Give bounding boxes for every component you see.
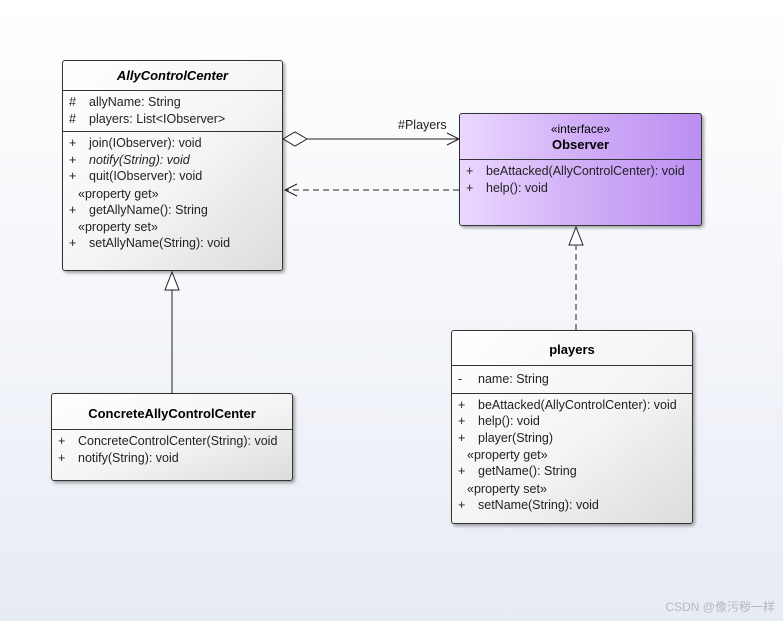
visibility-marker: #: [69, 95, 76, 109]
attribute-row: - name: String: [452, 371, 692, 388]
attribute-text: allyName: String: [89, 95, 181, 109]
property-set-stereotype: «property set»: [467, 481, 547, 496]
operation-row: + getName(): String: [452, 463, 692, 480]
watermark: CSDN @像污秽一样: [665, 600, 775, 614]
attribute-row: # players: List<IObserver>: [63, 111, 282, 128]
visibility-marker: +: [466, 164, 474, 178]
operation-text: help(): void: [486, 180, 548, 195]
visibility-marker: +: [458, 430, 466, 445]
interface-observer[interactable]: «interface» Observer + beAttacked(AllyCon…: [459, 113, 702, 226]
property-set-stereotype: «property set»: [78, 220, 158, 234]
property-get-stereotype: «property get»: [78, 186, 159, 201]
operation-row: + help(): void: [460, 180, 701, 197]
operation-text: notify(String): void: [89, 152, 190, 167]
generalization-connector: [164, 270, 180, 393]
visibility-marker: +: [58, 450, 66, 465]
operation-text: beAttacked(AllyControlCenter): void: [486, 164, 685, 178]
aggregation-role-label: #Players: [398, 118, 447, 132]
operation-text: help(): void: [478, 414, 540, 428]
realization-connector: [568, 225, 584, 330]
visibility-marker: #: [69, 111, 76, 126]
class-name-text: AllyControlCenter: [116, 68, 229, 83]
visibility-marker: +: [458, 414, 466, 428]
operation-text: beAttacked(AllyControlCenter): void: [478, 397, 677, 412]
class-players[interactable]: players - name: String + beAttacked(AllyCo…: [451, 330, 693, 524]
visibility-marker: -: [458, 372, 463, 386]
attribute-text: name: String: [478, 372, 549, 386]
visibility-marker: +: [58, 434, 66, 448]
operation-row: + player(String): [452, 430, 692, 447]
attributes-compartment: - name: String: [452, 365, 692, 393]
realization-triangle: [568, 225, 584, 246]
class-name-text: players: [549, 342, 595, 357]
visibility-marker: +: [458, 397, 466, 412]
class-name: AllyControlCenter: [63, 61, 282, 90]
visibility-marker: +: [69, 236, 77, 250]
operations-compartment: + ConcreteControlCenter(String): void + no…: [52, 429, 292, 470]
operation-text: quit(IObserver): void: [89, 169, 203, 183]
dependency-arrowhead: [283, 183, 298, 197]
aggregation-connector: #Players: [282, 118, 461, 147]
operation-row: + ConcreteControlCenter(String): void: [52, 433, 292, 450]
visibility-marker: +: [458, 464, 466, 478]
operation-text: notify(String): void: [78, 450, 179, 465]
operation-row: + setAllyName(String): void: [63, 235, 282, 252]
operation-text: ConcreteControlCenter(String): void: [78, 434, 278, 448]
operation-text: player(String): [478, 430, 554, 445]
operation-text: setName(String): void: [478, 497, 599, 512]
class-name: players: [452, 331, 692, 365]
class-name: «interface» Observer: [460, 114, 701, 159]
class-ally-control-center[interactable]: AllyControlCenter # allyName: String # pla…: [62, 60, 283, 271]
class-name: ConcreteAllyControlCenter: [52, 394, 292, 429]
operation-row: + setName(String): void: [452, 497, 692, 514]
operation-row: + help(): void: [452, 413, 692, 430]
operation-row: + getAllyName(): String: [63, 202, 282, 219]
property-get-stereotype: «property get»: [467, 448, 548, 462]
class-concrete-ally-control-center[interactable]: ConcreteAllyControlCenter + ConcreteContr…: [51, 393, 293, 481]
dependency-connector: [283, 183, 459, 197]
operation-text: join(IObserver): void: [89, 136, 202, 150]
operations-compartment: + join(IObserver): void + notify(String): …: [63, 131, 282, 256]
operation-text: setAllyName(String): void: [89, 236, 231, 250]
visibility-marker: +: [69, 202, 77, 217]
visibility-marker: +: [69, 152, 77, 167]
visibility-marker: +: [69, 169, 77, 183]
generalization-triangle: [164, 270, 180, 291]
attribute-text: players: List<IObserver>: [89, 111, 226, 126]
operation-row: + beAttacked(AllyControlCenter): void: [460, 163, 701, 180]
operation-row: + join(IObserver): void: [63, 135, 282, 152]
attribute-row: # allyName: String: [63, 94, 282, 111]
operations-compartment: + beAttacked(AllyControlCenter): void + he…: [460, 159, 701, 200]
operation-row: + beAttacked(AllyControlCenter): void: [452, 397, 692, 414]
aggregation-diamond: [282, 131, 308, 147]
attributes-compartment: # allyName: String # players: List<IObserv…: [63, 90, 282, 131]
operations-compartment: + beAttacked(AllyControlCenter): void + he…: [452, 392, 692, 518]
class-name-text: Observer: [551, 137, 610, 152]
visibility-marker: +: [466, 180, 474, 195]
visibility-marker: +: [69, 136, 77, 150]
operation-text: getName(): String: [478, 464, 577, 478]
operation-row: + quit(IObserver): void: [63, 168, 282, 185]
operation-row-abstract: + notify(String): void: [63, 152, 282, 169]
visibility-marker: +: [458, 497, 466, 512]
operation-row: + notify(String): void: [52, 450, 292, 467]
interface-stereotype: «interface»: [550, 122, 611, 136]
class-name-text: ConcreteAllyControlCenter: [88, 406, 256, 421]
operation-text: getAllyName(): String: [89, 202, 208, 217]
